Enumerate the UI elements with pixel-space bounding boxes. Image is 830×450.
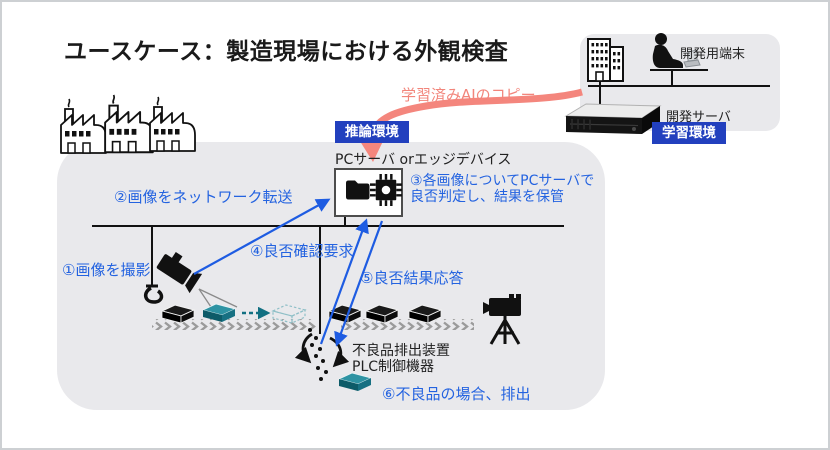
device-label: PCサーバ orエッジデバイス — [335, 152, 512, 168]
step3-label-line1: ③各画像についてPCサーバで — [410, 173, 595, 189]
learning-env-badge: 学習環境 — [652, 122, 726, 145]
step4-label: ④良否確認要求 — [250, 242, 354, 260]
step3-label-line2: 良否判定し、結果を保管 — [410, 189, 564, 205]
dev-terminal-label: 開発用端末 — [680, 47, 746, 62]
step6-label: ⑥不良品の場合、排出 — [382, 385, 531, 403]
page-title: ユースケース：製造現場における外観検査 — [64, 39, 509, 65]
copy-arrow-label: 学習済みAIのコピー — [401, 86, 536, 104]
dev-server-label: 開発サーバ — [666, 110, 731, 125]
step5-label: ⑤良否結果応答 — [360, 269, 464, 287]
step2-label: ②画像をネットワーク転送 — [114, 188, 293, 206]
ejector-label-line2: PLC制御機器 — [352, 359, 435, 375]
inference-env-badge: 推論環境 — [335, 121, 409, 144]
step1-label: ①画像を撮影 — [62, 261, 151, 279]
ejector-label-line1: 不良品排出装置 — [352, 343, 450, 359]
